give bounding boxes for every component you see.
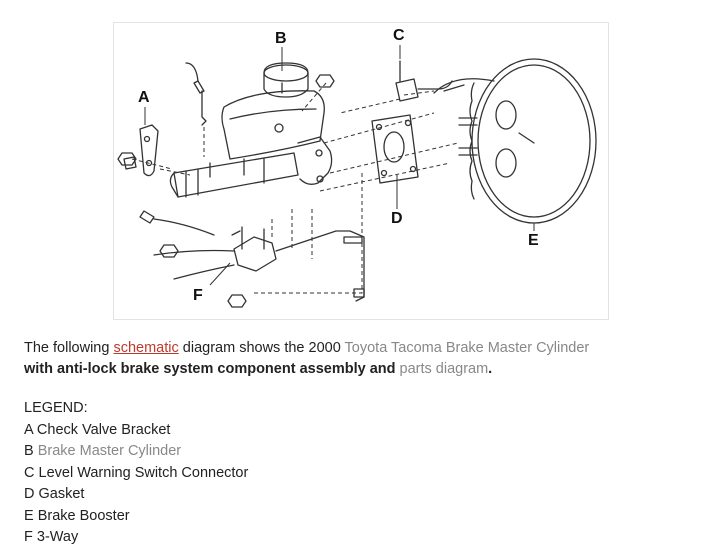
legend-text: Brake Master Cylinder — [37, 443, 182, 459]
legend-text: Gasket — [38, 486, 85, 502]
legend-heading: LEGEND: — [24, 400, 88, 416]
label-c: C — [393, 27, 405, 44]
caption-bold-text: . — [488, 361, 493, 377]
schematic-link[interactable]: schematic — [113, 340, 179, 356]
master-cylinder-drawing — [169, 62, 333, 198]
legend-letter: A — [24, 421, 33, 438]
diagram-caption: The following schematic diagram shows th… — [24, 338, 704, 380]
legend-letter: D — [24, 486, 35, 502]
caption-text: The following — [24, 340, 114, 356]
label-f: F — [193, 287, 203, 304]
brake-line-top — [201, 90, 207, 126]
legend-letter: F — [24, 529, 33, 545]
legend-text: Level Warning Switch Connector — [38, 464, 249, 481]
legend-letter: C — [24, 464, 35, 481]
legend-item-b: B Brake Master Cylinder — [24, 441, 248, 463]
label-e: E — [528, 232, 539, 249]
legend-text: 3-Way — [36, 529, 79, 545]
legend-item-e: E Brake Booster — [24, 506, 248, 528]
parts-diagram: A B C D E F — [113, 22, 609, 320]
legend-item-c: C Level Warning Switch Connector — [24, 463, 248, 485]
label-a: A — [138, 89, 150, 106]
legend-text: Brake Booster — [37, 507, 130, 524]
caption-text: diagram shows the 2000 — [178, 340, 345, 356]
legend-letter: B — [24, 443, 34, 459]
label-d: D — [391, 210, 403, 227]
legend-item-f: F 3-Way — [24, 527, 248, 549]
legend-item-d: D Gasket — [24, 484, 248, 506]
label-b: B — [275, 30, 287, 47]
connector-drawing — [395, 60, 453, 102]
caption-bold-text: with anti-lock brake system component as… — [24, 361, 396, 377]
legend: LEGEND: A Check Valve Bracket B Brake Ma… — [24, 398, 248, 549]
check-valve-bracket-drawing — [123, 124, 159, 177]
three-way-drawing — [139, 210, 365, 302]
legend-item-a: A Check Valve Bracket — [24, 420, 248, 442]
brake-booster-drawing — [433, 58, 597, 224]
fitting-top-left — [193, 80, 205, 94]
caption-muted-text: Toyota Tacoma Brake Master Cylinder — [344, 340, 590, 356]
caption-muted-text: parts diagram — [399, 361, 489, 377]
diagram-drawing — [117, 45, 597, 308]
legend-letter: E — [24, 507, 34, 524]
legend-text: Check Valve Bracket — [36, 421, 171, 438]
gasket-drawing — [371, 114, 419, 184]
